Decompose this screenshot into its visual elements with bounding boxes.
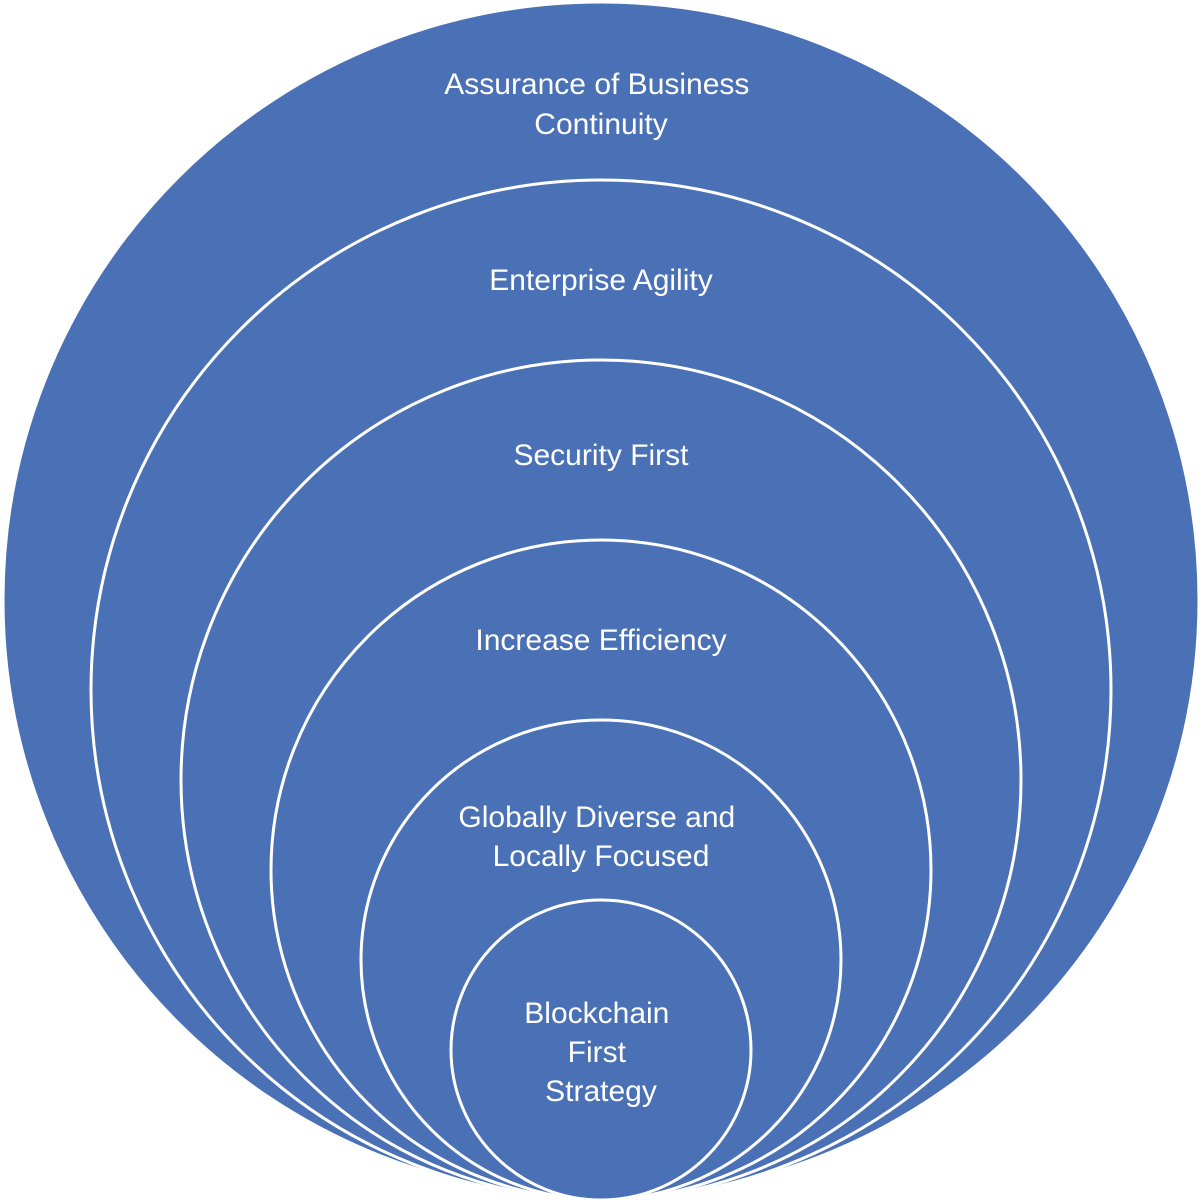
- label-assurance: Assurance of Business Continuity: [444, 68, 758, 141]
- circle-blockchain: [449, 898, 753, 1202]
- label-agility: Enterprise Agility: [489, 264, 712, 297]
- label-efficiency: Increase Efficiency: [475, 624, 726, 657]
- label-blockchain: Blockchain First Strategy: [524, 997, 677, 1108]
- label-global: Globally Diverse and Locally Focused: [458, 801, 743, 873]
- layer-blockchain: Blockchain First Strategy: [449, 898, 753, 1202]
- label-security: Security First: [513, 439, 689, 472]
